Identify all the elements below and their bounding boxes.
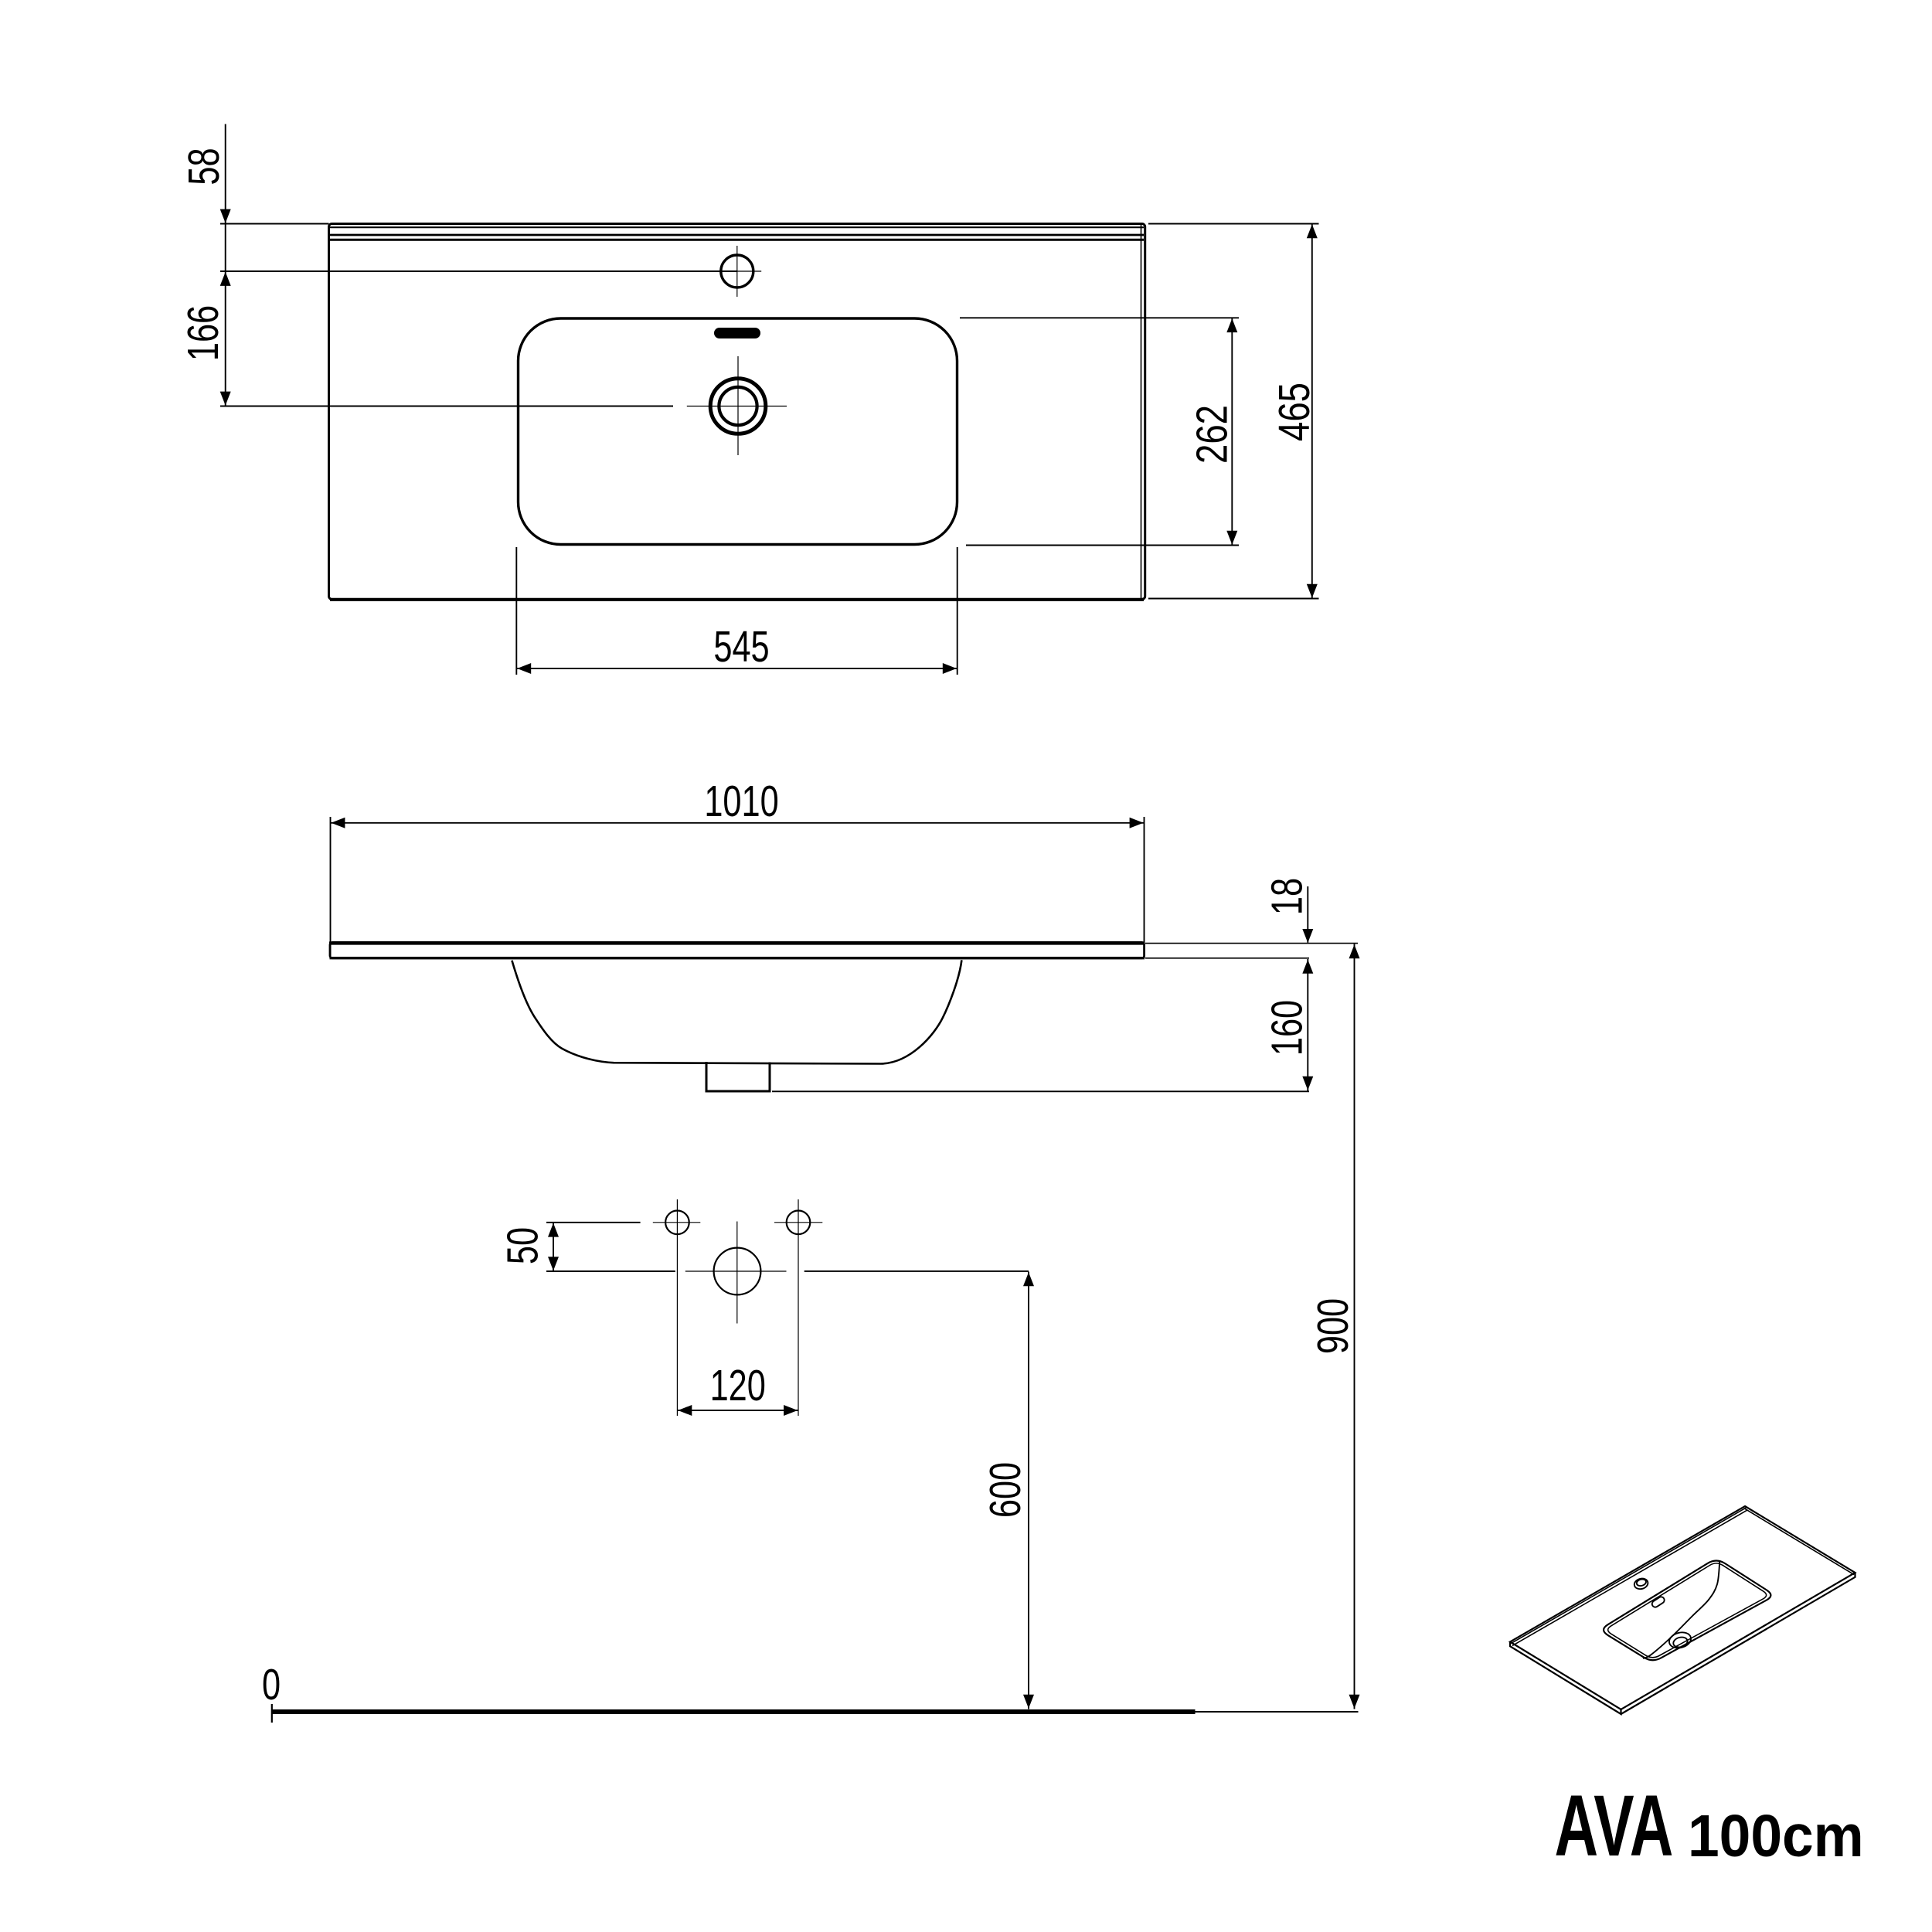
svg-text:50: 50: [498, 1227, 547, 1264]
svg-text:465: 465: [1269, 383, 1318, 441]
svg-text:262: 262: [1187, 405, 1236, 464]
svg-text:18: 18: [1262, 878, 1311, 915]
svg-text:100cm: 100cm: [1688, 1802, 1864, 1869]
svg-text:1010: 1010: [704, 776, 778, 825]
svg-text:166: 166: [178, 305, 227, 361]
svg-text:160: 160: [1262, 1000, 1311, 1056]
svg-text:600: 600: [980, 1462, 1029, 1518]
svg-text:0: 0: [262, 1659, 281, 1709]
svg-text:58: 58: [179, 148, 228, 185]
svg-text:545: 545: [713, 621, 769, 671]
svg-text:AVA: AVA: [1555, 1777, 1674, 1874]
svg-text:900: 900: [1308, 1298, 1357, 1354]
svg-text:120: 120: [710, 1360, 766, 1410]
